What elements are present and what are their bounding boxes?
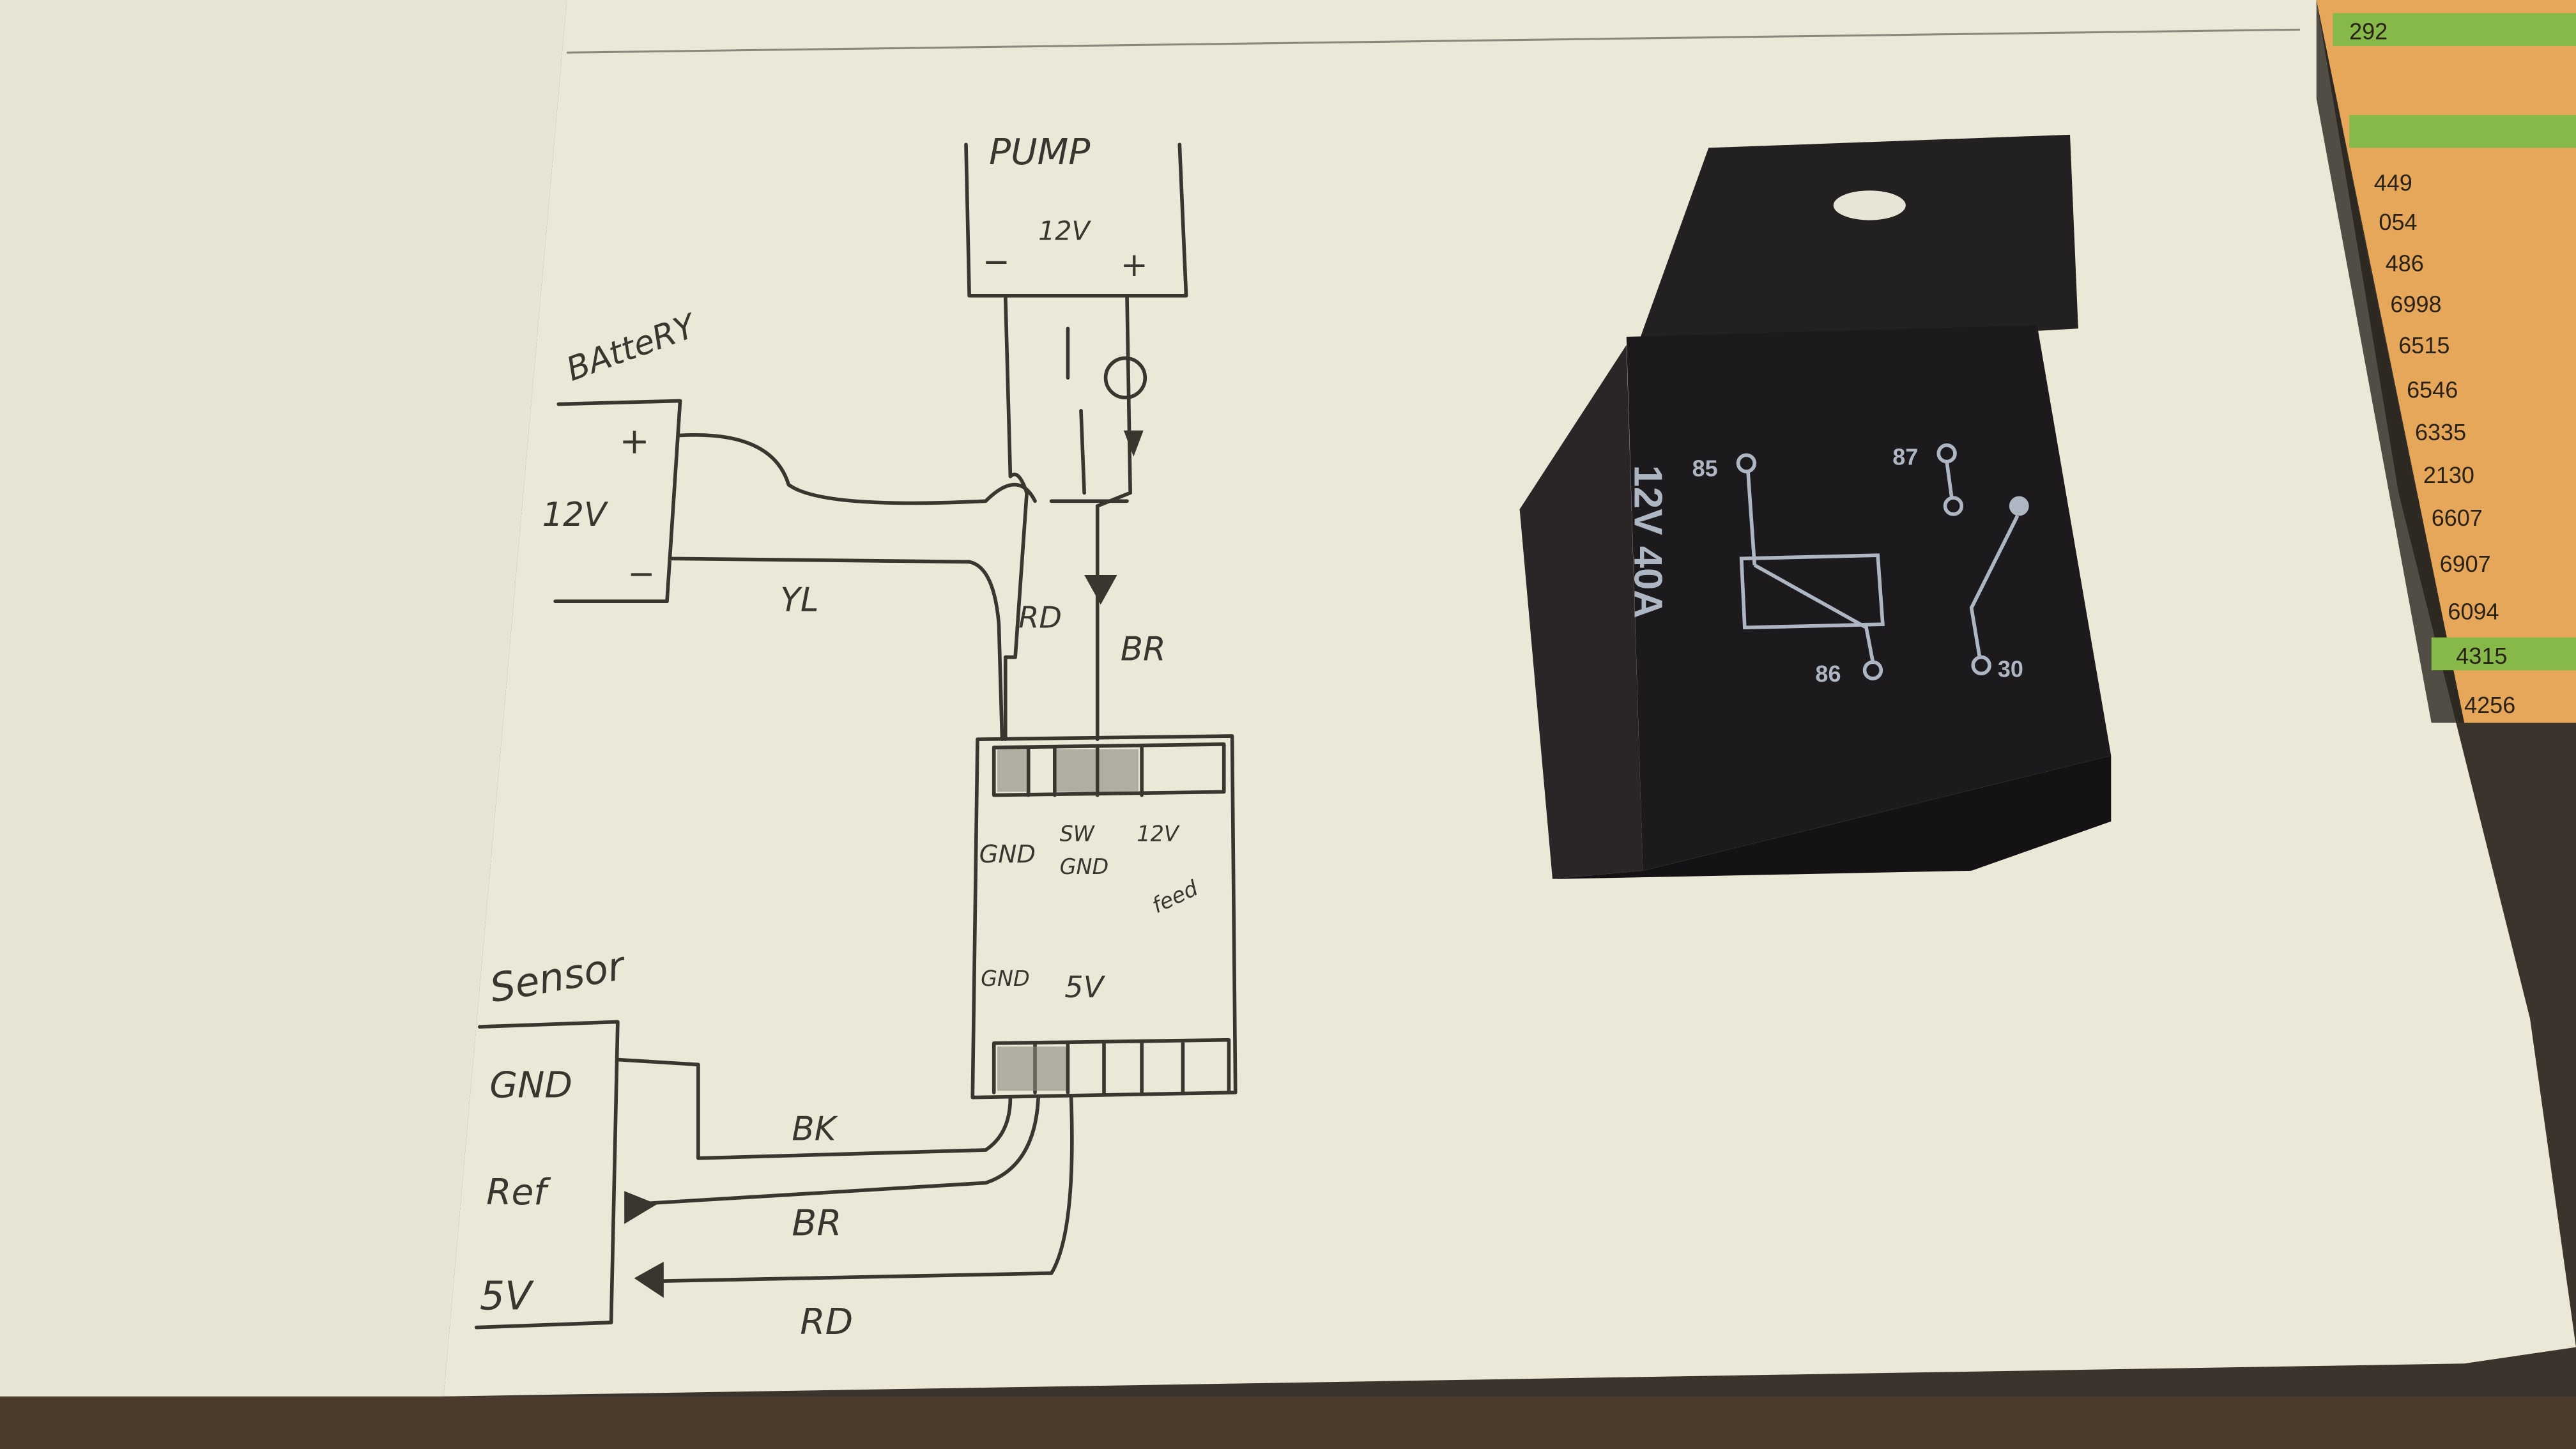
sensor-pin-ref: Ref [486, 1171, 551, 1213]
list-item: 2130 [2423, 462, 2474, 488]
sensor-pin-gnd: GND [489, 1064, 572, 1107]
relay: 12V 40A 85 87 86 30 [1519, 134, 2112, 879]
relay-pin-86: 86 [1815, 661, 1841, 687]
wire-label-br-bottom: BR [792, 1202, 841, 1245]
sensor-pin-5v: 5V [480, 1273, 534, 1319]
side-list: 292 449 054 486 6998 6515 6546 6335 2130… [2316, 0, 2576, 723]
battery-voltage: 12V [542, 496, 609, 534]
notebook-edge [0, 1396, 2576, 1449]
list-item: 054 [2379, 209, 2417, 235]
module-pin-gnd-bottom: GND [981, 966, 1030, 991]
left-page [0, 0, 567, 1413]
wire-label-br-top: BR [1121, 631, 1166, 669]
wire-label-yl: YL [780, 581, 818, 620]
list-item: 6515 [2398, 332, 2450, 358]
list-item: 6546 [2407, 376, 2458, 402]
battery-minus: − [627, 555, 655, 593]
pump-plus: + [1121, 246, 1148, 284]
relay-pin-30: 30 [1998, 656, 2023, 682]
module-pin-5v: 5V [1064, 970, 1105, 1004]
page-rule [567, 28, 2301, 54]
wire-label-rd-bottom: RD [800, 1301, 853, 1343]
list-item: 4256 [2464, 692, 2515, 718]
right-page [443, 0, 2576, 1397]
valve-icon [1103, 356, 1147, 400]
list-item: 6094 [2448, 598, 2499, 624]
module-pin-gnd: GND [979, 840, 1036, 869]
list-item: 486 [2386, 250, 2424, 276]
list-item: 6335 [2415, 419, 2466, 445]
list-item: 4315 [2456, 643, 2507, 669]
list-item: 6907 [2440, 551, 2491, 577]
arrow-icon [634, 1261, 664, 1298]
list-item: 6607 [2432, 505, 2483, 531]
pump-label: PUMP [989, 131, 1090, 173]
list-item: 449 [2374, 169, 2412, 195]
battery-plus: + [619, 420, 649, 463]
wire-label-rd-top: RD [1018, 600, 1062, 634]
module-pin-sw: SW [1060, 822, 1096, 847]
arrow-icon [624, 1191, 657, 1224]
wire-label-bk: BK [792, 1110, 838, 1149]
pump-voltage: 12V [1038, 215, 1091, 246]
list-item: 6998 [2390, 291, 2441, 318]
relay-rating: 12V 40A [1626, 465, 1670, 618]
pump-minus: − [983, 243, 1010, 281]
arrow-icon [1084, 575, 1117, 605]
relay-pin-87: 87 [1892, 444, 1918, 470]
diode-icon [1123, 430, 1144, 457]
module-pin-sw-gnd: GND [1060, 854, 1109, 879]
module-pin-12v: 12V [1137, 822, 1180, 847]
relay-pin-85: 85 [1692, 456, 1718, 482]
list-item: 292 [2349, 19, 2388, 45]
